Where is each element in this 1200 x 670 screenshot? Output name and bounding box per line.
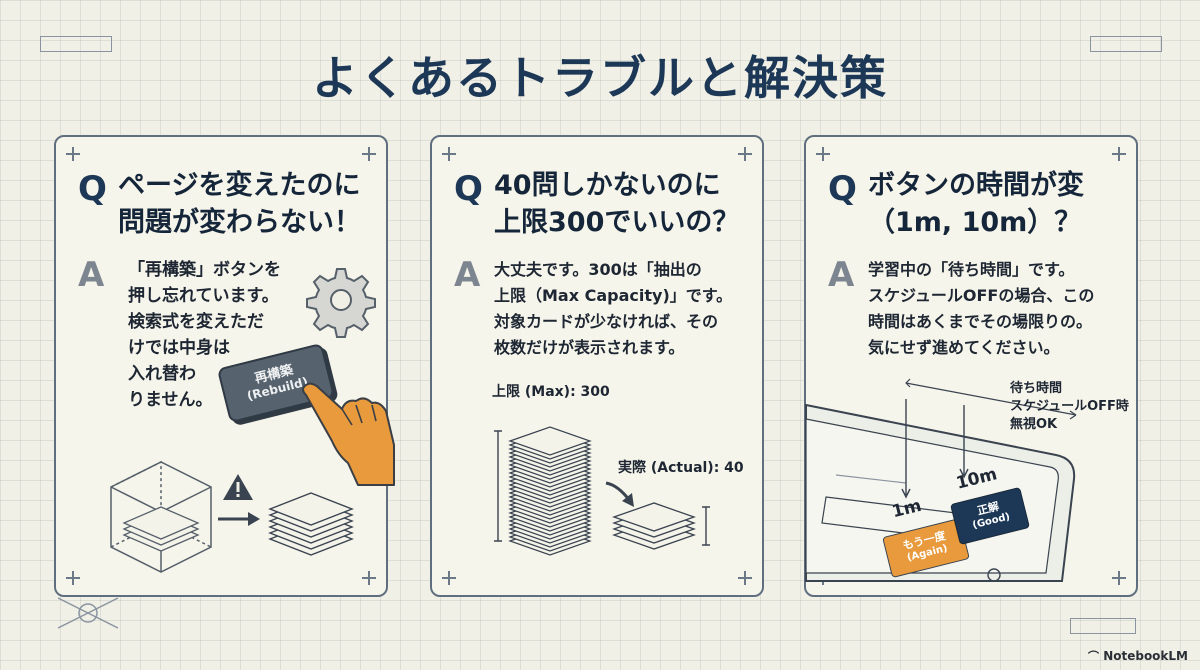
question-line: 問題が変わらない！ xyxy=(118,207,361,238)
answer-mark: A xyxy=(454,255,481,295)
question-mark: Q xyxy=(828,169,857,209)
deco-frame-bottom-right xyxy=(1070,618,1136,634)
question-line: （1m, 10m）？ xyxy=(868,207,1082,238)
answer-line: 対象カードが少なければ、その xyxy=(494,312,719,331)
corner-plus xyxy=(66,147,80,161)
corner-plus xyxy=(816,147,830,161)
answer-line: りません。 xyxy=(128,390,213,410)
time-callout-line: 待ち時間 xyxy=(1010,381,1063,396)
gear-icon xyxy=(306,268,376,338)
stack-card xyxy=(508,426,592,456)
card-stack xyxy=(268,492,354,556)
card-button-time: Q ボタンの時間が変 （1m, 10m）？ A 学習中の「待ち時間」です。 スケ… xyxy=(804,135,1138,597)
answer-line: 「再構築」ボタンを xyxy=(128,260,281,280)
card-question-limit: Q 40問しかないのに 上限300でいいの？ A 大丈夫です。300は「抽出の … xyxy=(430,135,764,597)
deco-frame-top-right xyxy=(1090,36,1162,52)
time-callout-line: 無視OK xyxy=(1010,417,1058,432)
corner-plus xyxy=(1112,147,1126,161)
actual-label: 実際 (Actual): 40 xyxy=(618,460,744,476)
corner-plus xyxy=(738,147,752,161)
corner-plus xyxy=(738,571,752,585)
notebooklm-icon: ⌒ xyxy=(1088,650,1099,663)
answer-line: けでは中身は xyxy=(128,338,230,358)
question-line: 上限300でいいの？ xyxy=(494,207,740,238)
card-page-change: Q ページを変えたのに 問題が変わらない！ A 「再構築」ボタンを 押し忘れてい… xyxy=(54,135,395,597)
arrow-right-icon xyxy=(218,512,260,526)
question-line: ページを変えたのに xyxy=(118,170,361,201)
answer-mark: A xyxy=(828,255,855,295)
question-line: 40問しかないのに xyxy=(494,170,721,201)
answer-line: スケジュールOFFの場合、この xyxy=(868,286,1095,305)
answer-line: 上限（Max Capacity)」です。 xyxy=(494,286,733,305)
time-callout-line: スケジュールOFF時 xyxy=(1010,399,1129,414)
corner-plus xyxy=(1112,571,1126,585)
answer-line: 気にせず進めてください。 xyxy=(868,338,1060,357)
notebooklm-brand: NotebookLM xyxy=(1103,649,1188,663)
question-line: ボタンの時間が変 xyxy=(868,170,1084,201)
arrow-down-right-icon xyxy=(605,481,634,507)
question-mark: Q xyxy=(454,169,483,209)
answer-line: 枚数だけが表示されます。 xyxy=(494,338,685,357)
question-mark: Q xyxy=(78,169,107,209)
answer-mark: A xyxy=(78,255,105,295)
corner-plus xyxy=(66,571,80,585)
corner-plus xyxy=(362,147,376,161)
max-label: 上限 (Max): 300 xyxy=(492,384,610,400)
max-card-stack xyxy=(494,426,592,556)
answer-line: 検索式を変えただ xyxy=(128,312,264,332)
answer-line: 学習中の「待ち時間」です。 xyxy=(868,260,1075,279)
answer-line: 押し忘れています。 xyxy=(128,286,279,306)
warning-icon xyxy=(223,474,253,500)
deco-frame-top-left xyxy=(40,36,112,52)
box-with-stacked-cards xyxy=(110,460,212,573)
deco-cross-bottom-left xyxy=(57,597,119,629)
corner-plus xyxy=(442,571,456,585)
actual-card-stack xyxy=(612,502,710,550)
notebooklm-logo: ⌒ NotebookLM xyxy=(1088,648,1188,664)
answer-line: 入れ替わ xyxy=(128,364,196,384)
page-title: よくあるトラブルと解決策 xyxy=(312,51,888,105)
corner-plus xyxy=(442,147,456,161)
corner-plus xyxy=(362,571,376,585)
answer-line: 大丈夫です。300は「抽出の xyxy=(494,260,702,279)
answer-line: 時間はあくまでその場限りの。 xyxy=(868,312,1093,331)
pointing-hand-icon xyxy=(302,382,395,486)
